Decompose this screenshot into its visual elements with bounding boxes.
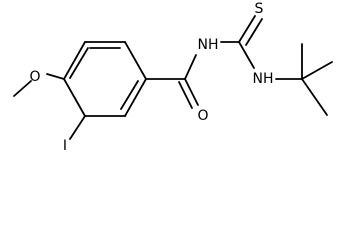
methoxy-oxygen-label: O: [29, 69, 40, 85]
amide-nitrogen-label: NH: [198, 37, 219, 53]
ring-bond-bottom-left: [63, 78, 86, 117]
ring-double-bond-right: [120, 80, 139, 110]
thiocarbon-to-nitrogen-bond: [238, 41, 255, 69]
carbonyl-double-bond-2: [178, 81, 193, 109]
ring-bond-top-left: [63, 41, 86, 80]
thiocarbonyl-double-bond-1: [238, 15, 256, 43]
ring-bond-top-right: [124, 41, 147, 80]
iodine-bond: [69, 115, 86, 140]
methoxy-bond-ring-oxygen: [46, 73, 65, 80]
tert-butyl-right-branch: [301, 61, 333, 80]
carbonyl-double-bond-1: [184, 78, 199, 106]
sulfur-label: S: [255, 1, 264, 17]
methoxy-bond-oxygen-methyl: [13, 80, 32, 97]
tert-butyl-lower-branch: [301, 78, 328, 116]
ring-double-bond-left: [69, 47, 89, 79]
carbonyl-to-amide-nitrogen-bond: [184, 54, 197, 80]
thiocarbonyl-double-bond-2: [245, 18, 263, 46]
ring-bond-bottom-right: [124, 78, 147, 117]
chemical-structure-diagram: O I O NH S NH: [13, 1, 333, 154]
iodine-label: I: [63, 138, 67, 154]
carbonyl-oxygen-label: O: [197, 108, 208, 124]
thioamide-nitrogen-label: NH: [253, 71, 274, 87]
structure-canvas: O I O NH S NH: [13, 1, 333, 154]
